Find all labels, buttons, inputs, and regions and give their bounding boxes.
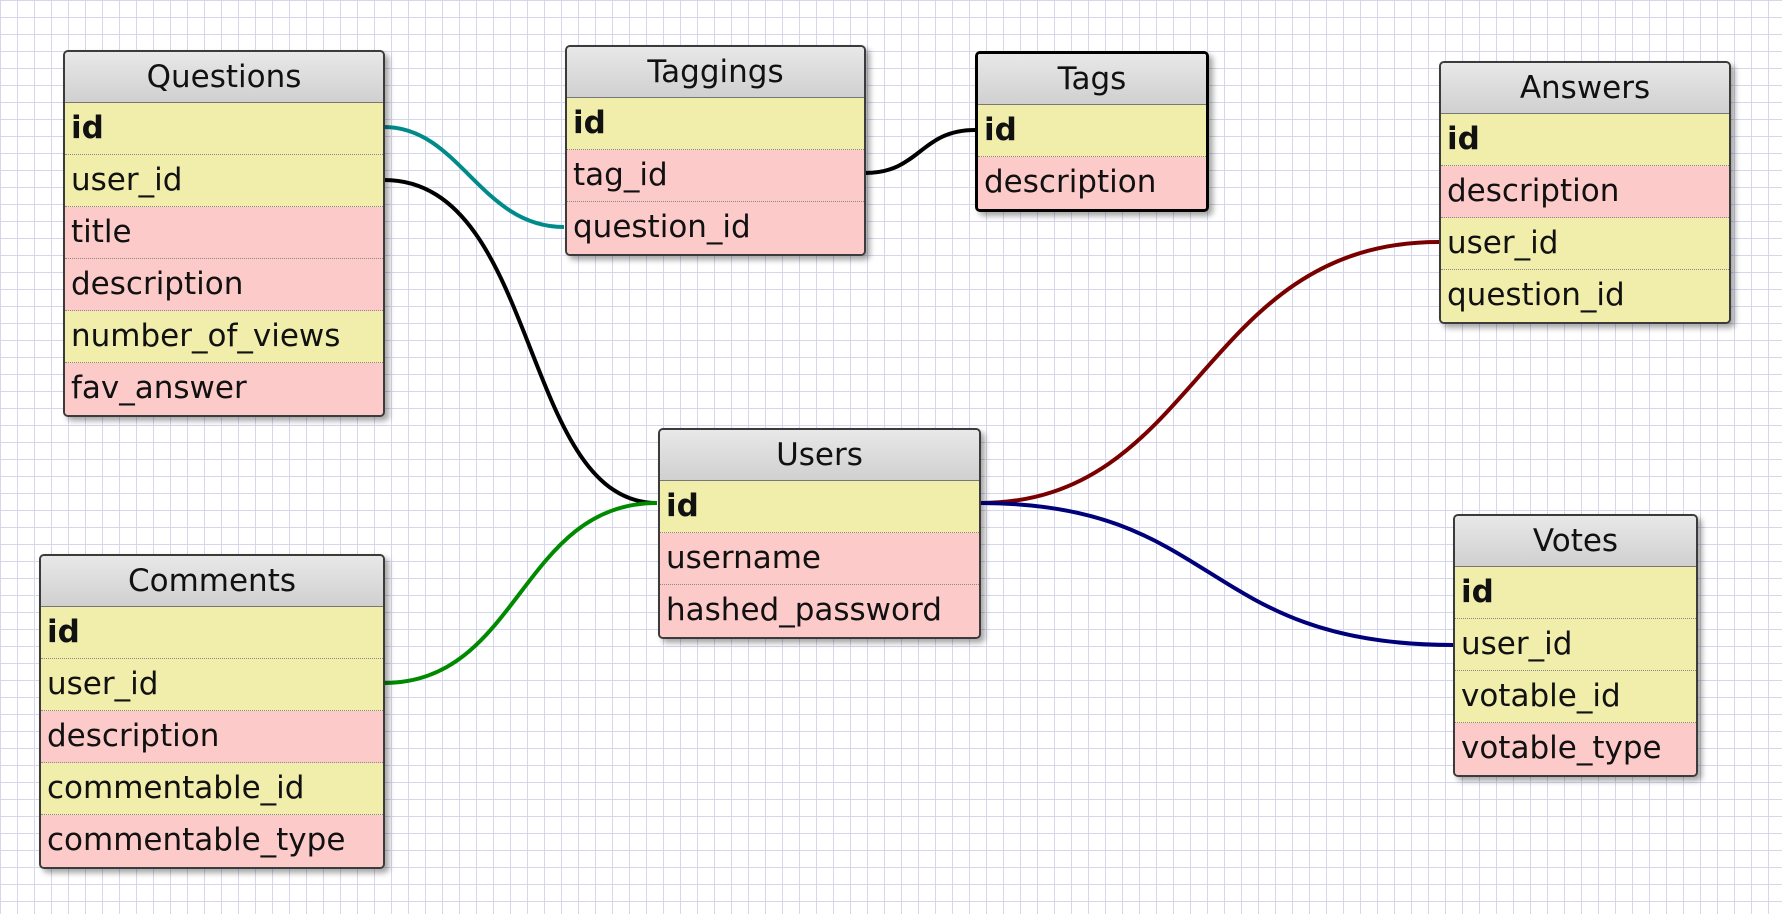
tags-field-description: description [978,157,1206,209]
comments-table[interactable]: Comments id user_id description commenta… [39,554,385,869]
users-field-hashed-password: hashed_password [660,585,979,637]
users-field-username: username [660,533,979,585]
taggings-field-id: id [567,98,864,150]
connector-taggings-tag-id-to-tags-id [864,128,976,175]
tags-field-id: id [978,105,1206,157]
answers-table-header[interactable]: Answers [1441,63,1729,114]
taggings-field-tag-id: tag_id [567,150,864,202]
comments-field-commentable-type: commentable_type [41,815,383,867]
users-table[interactable]: Users id username hashed_password [658,428,981,639]
users-field-id: id [660,481,979,533]
answers-field-id: id [1441,114,1729,166]
votes-field-votable-type: votable_type [1455,723,1696,775]
taggings-table[interactable]: Taggings id tag_id question_id [565,45,866,256]
comments-field-commentable-id: commentable_id [41,763,383,815]
connector-users-id-to-answers-user-id [979,240,1440,505]
votes-table-header[interactable]: Votes [1455,516,1696,567]
questions-field-id: id [65,103,383,155]
tags-table-header[interactable]: Tags [978,54,1206,105]
questions-field-number-of-views: number_of_views [65,311,383,363]
connector-users-id-to-votes-user-id [979,501,1454,647]
votes-table[interactable]: Votes id user_id votable_id votable_type [1453,514,1698,777]
tags-table[interactable]: Tags id description [975,51,1209,212]
comments-table-header[interactable]: Comments [41,556,383,607]
comments-field-description: description [41,711,383,763]
questions-table[interactable]: Questions id user_id title description n… [63,50,385,417]
answers-field-question-id: question_id [1441,270,1729,322]
answers-field-user-id: user_id [1441,218,1729,270]
questions-field-user-id: user_id [65,155,383,207]
questions-table-header[interactable]: Questions [65,52,383,103]
connector-comments-user-id-to-users-id [383,501,658,685]
answers-field-description: description [1441,166,1729,218]
connector-questions-id-to-taggings-question-id [383,125,565,229]
votes-field-id: id [1455,567,1696,619]
questions-field-title: title [65,207,383,259]
votes-field-votable-id: votable_id [1455,671,1696,723]
votes-field-user-id: user_id [1455,619,1696,671]
questions-field-fav-answer: fav_answer [65,363,383,415]
questions-field-description: description [65,259,383,311]
comments-field-user-id: user_id [41,659,383,711]
comments-field-id: id [41,607,383,659]
answers-table[interactable]: Answers id description user_id question_… [1439,61,1731,324]
users-table-header[interactable]: Users [660,430,979,481]
taggings-table-header[interactable]: Taggings [567,47,864,98]
taggings-field-question-id: question_id [567,202,864,254]
